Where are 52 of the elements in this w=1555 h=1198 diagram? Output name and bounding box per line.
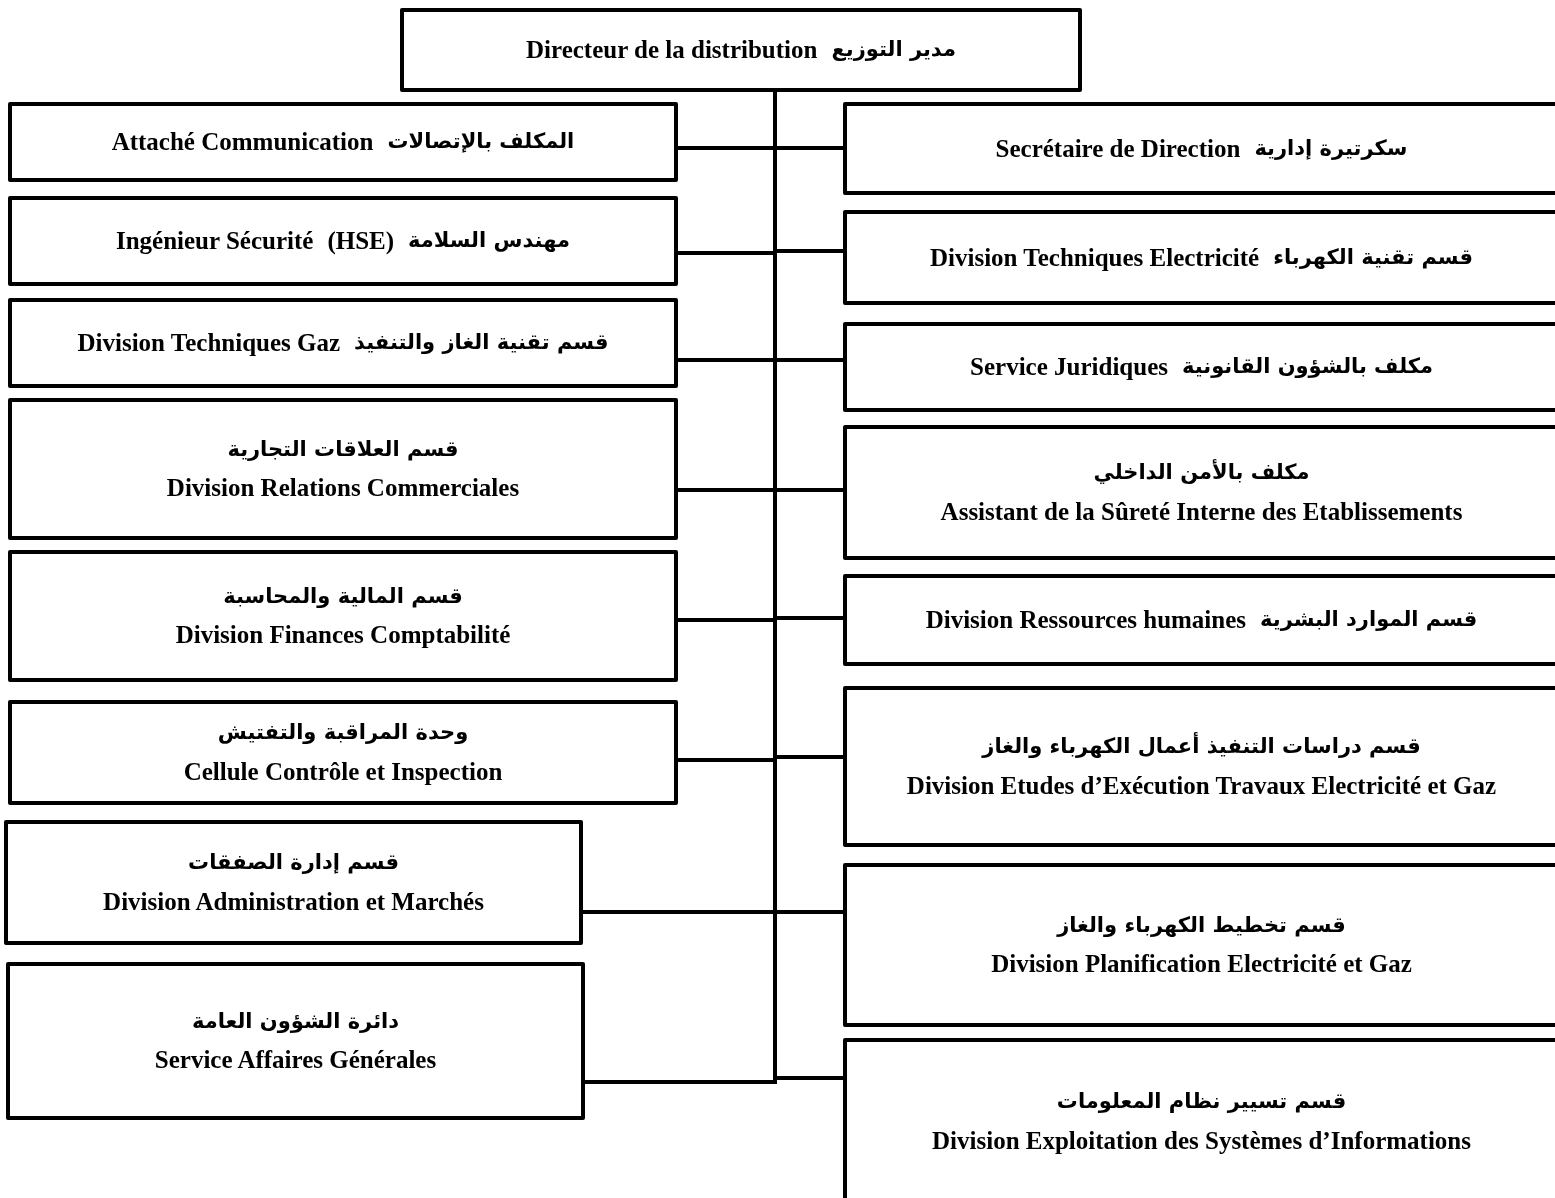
role-box — [843, 102, 1555, 195]
role-box — [8, 196, 678, 286]
role-label: Division Exploitation des Systèmes d’Informations — [932, 1125, 1471, 1156]
role-label: Service Affaires Générales — [154, 1045, 437, 1076]
role-box — [843, 1038, 1555, 1198]
role-label: قسم تخطيط الكهرباء والغاز — [1057, 911, 1346, 939]
role-label: دائرة الشؤون العامة — [191, 1007, 400, 1035]
role-label: المكلف بالإتصالات — [387, 128, 575, 156]
role-label: وحدة المراقبة والتفتيش — [217, 719, 469, 747]
role-label: قسم العلاقات التجارية — [227, 435, 459, 463]
role-label: Division Etudes d’Exécution Travaux Electricité et Gaz — [906, 770, 1497, 801]
role-label: Assistant de la Sûreté Interne des Etablissements — [940, 496, 1463, 527]
role-label: مكلف بالشؤون القانونية — [1182, 353, 1433, 381]
role-box — [843, 425, 1555, 560]
role-label: Cellule Contrôle et Inspection — [183, 756, 503, 787]
role-label: Division Relations Commerciales — [166, 473, 520, 504]
role-label: مدير التوزيع — [831, 36, 956, 64]
role-label: Ingénieur Sécurité — [115, 226, 314, 257]
role-label: (HSE) — [327, 226, 395, 257]
role-label: Division Ressources humaines — [925, 605, 1247, 636]
role-label: Service Juridiques — [970, 352, 1168, 383]
role-box — [8, 550, 678, 682]
role-box — [8, 398, 678, 540]
role-label: Division Techniques Gaz — [77, 328, 341, 359]
role-label: قسم تقنية الكهرباء — [1273, 243, 1473, 271]
role-label: قسم المالية والمحاسبة — [223, 582, 463, 610]
role-label: قسم تقنية الغاز والتنفيذ — [354, 329, 609, 357]
role-label: قسم إدارة الصفقات — [188, 849, 399, 877]
role-label: قسم الموارد البشرية — [1260, 606, 1478, 634]
role-label: Division Administration et Marchés — [103, 886, 484, 917]
role-label: Directeur de la distribution — [526, 35, 818, 66]
title-box — [400, 8, 1082, 92]
role-box — [843, 863, 1555, 1027]
role-label: مهندس السلامة — [408, 227, 571, 255]
role-box — [843, 574, 1555, 666]
role-label: Secrétaire de Direction — [995, 133, 1241, 164]
role-box — [4, 820, 583, 945]
role-label: Division Planification Electricité et Gaz — [991, 949, 1412, 980]
role-box — [8, 298, 678, 388]
role-label: قسم دراسات التنفيذ أعمال الكهرباء والغاز — [982, 732, 1421, 761]
role-box — [8, 102, 678, 182]
role-box — [6, 962, 585, 1120]
role-box — [843, 322, 1555, 412]
role-box — [8, 700, 678, 805]
role-label: Division Techniques Electricité — [930, 242, 1260, 273]
role-label: Division Finances Comptabilité — [175, 620, 511, 651]
role-label: Attaché Communication — [111, 127, 374, 158]
role-label: سكرتيرة إدارية — [1254, 134, 1408, 162]
role-box — [843, 686, 1555, 847]
role-label: قسم تسيير نظام المعلومات — [1056, 1088, 1347, 1116]
role-label: مكلف بالأمن الداخلي — [1093, 458, 1310, 487]
role-box — [843, 210, 1555, 305]
